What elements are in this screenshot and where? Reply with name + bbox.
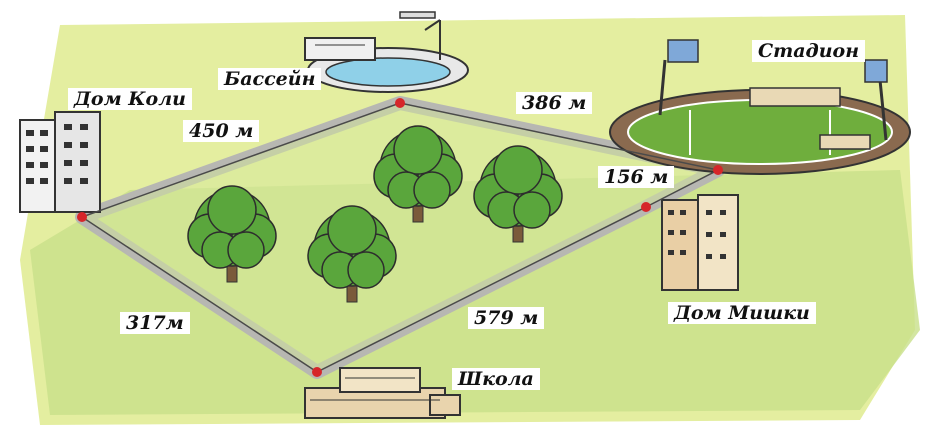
- route-lines: [80, 102, 721, 373]
- mishka-house-icon: [661, 194, 739, 291]
- point-school: [312, 367, 322, 377]
- park-lawn: [82, 103, 718, 372]
- trees: [187, 125, 563, 303]
- distance-stadium-mishka: 156 м: [598, 166, 675, 188]
- tree-icon: [187, 185, 277, 283]
- label-mishka-home: Дом Мишки: [668, 302, 816, 324]
- label-stadium: Стадион: [752, 40, 866, 62]
- stadium-icon: [609, 39, 911, 175]
- distance-school-kolya: 317м: [120, 312, 190, 334]
- tree-icon: [373, 125, 463, 223]
- label-pool: Бассейн: [218, 68, 322, 90]
- kolya-house-icon: [19, 111, 101, 213]
- school-icon: [304, 367, 461, 419]
- label-school: Школа: [452, 368, 540, 390]
- label-kolya-home: Дом Коли: [68, 88, 192, 110]
- point-mishka-home: [641, 202, 651, 212]
- tree-icon: [473, 145, 563, 243]
- point-stadium: [713, 165, 723, 175]
- pool-icon: [304, 11, 469, 93]
- point-pool: [395, 98, 405, 108]
- distance-mishka-school: 579 м: [468, 307, 545, 329]
- distance-pool-stadium: 386 м: [516, 92, 593, 114]
- point-kolya-home: [77, 212, 87, 222]
- tree-icon: [307, 205, 397, 303]
- distance-kolya-pool: 450 м: [183, 120, 260, 142]
